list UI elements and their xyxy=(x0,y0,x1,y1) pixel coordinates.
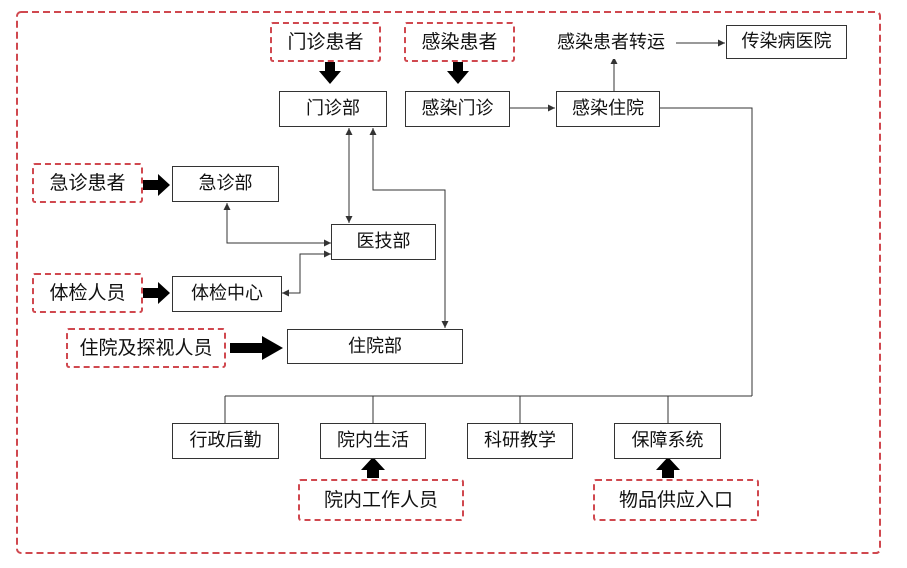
support-system: 保障系统 xyxy=(614,423,721,459)
arrow-inpatient-entry xyxy=(230,336,283,360)
outpatient-patients-source: 门诊患者 xyxy=(270,22,381,62)
emergency-department: 急诊部 xyxy=(172,166,279,202)
connector-ward-to-bus xyxy=(660,107,753,396)
hospital-living: 院内生活 xyxy=(320,423,426,459)
research-teaching: 科研教学 xyxy=(467,423,573,459)
hospital-boundary xyxy=(16,11,881,554)
inpatients-visitors-source: 住院及探视人员 xyxy=(66,328,226,368)
infection-clinic: 感染门诊 xyxy=(405,91,510,127)
arrow-staff-entry xyxy=(361,457,385,478)
checkup-center: 体检中心 xyxy=(172,276,282,312)
medical-technology-department: 医技部 xyxy=(331,224,436,260)
arrow-emergency-entry xyxy=(143,174,170,196)
connectors xyxy=(223,39,753,423)
connector-checkup-medtech xyxy=(282,250,331,297)
hospital-staff-source: 院内工作人员 xyxy=(298,479,464,521)
arrow-infected-entry xyxy=(447,61,469,84)
emergency-patients-source: 急诊患者 xyxy=(32,163,143,203)
checkup-people-source: 体检人员 xyxy=(32,273,143,313)
arrow-outpatient-entry xyxy=(319,61,341,84)
supplies-entrance-source: 物品供应入口 xyxy=(593,479,759,521)
arrow-checkup-entry xyxy=(143,282,170,304)
infected-patients-source: 感染患者 xyxy=(404,22,515,62)
connector-outpatient-inpatient xyxy=(369,128,449,328)
administration-logistics: 行政后勤 xyxy=(172,423,279,459)
arrow-supplies-entry xyxy=(656,457,680,478)
connector-emergency-medtech xyxy=(223,203,331,247)
infected-patient-transfer: 感染患者转运 xyxy=(546,27,676,59)
infectious-disease-hospital: 传染病医院 xyxy=(726,25,847,59)
infection-ward: 感染住院 xyxy=(556,91,660,127)
outpatient-department: 门诊部 xyxy=(279,91,387,127)
inpatient-department: 住院部 xyxy=(287,329,463,364)
entry-arrows xyxy=(143,61,680,478)
